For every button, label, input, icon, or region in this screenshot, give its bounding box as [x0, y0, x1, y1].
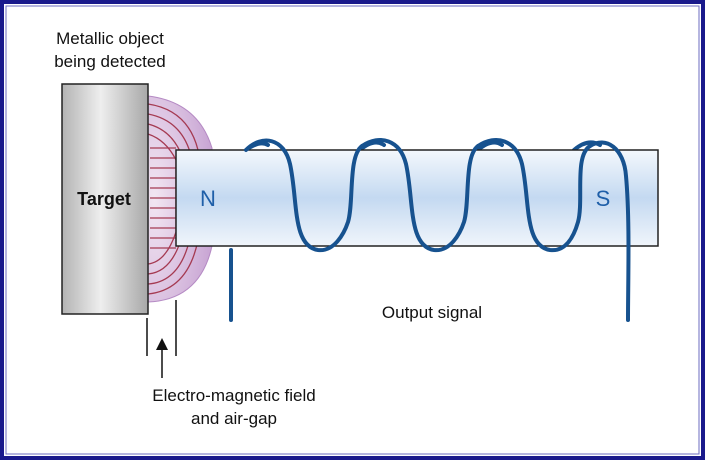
field-label-line2: and air-gap	[191, 409, 277, 428]
target-label: Target	[77, 189, 131, 209]
output-signal-label: Output signal	[382, 303, 482, 322]
air-gap-arrow	[156, 338, 168, 378]
inner-frame	[5, 5, 700, 455]
field-label-line1: Electro-magnetic field	[152, 386, 315, 405]
metallic-object-label-line2: being detected	[54, 52, 166, 71]
coil-winding	[229, 138, 631, 322]
target-block	[61, 83, 149, 315]
south-pole-label: S	[596, 186, 611, 211]
metallic-object-label-line1: Metallic object	[56, 29, 164, 48]
north-pole-label: N	[200, 186, 216, 211]
